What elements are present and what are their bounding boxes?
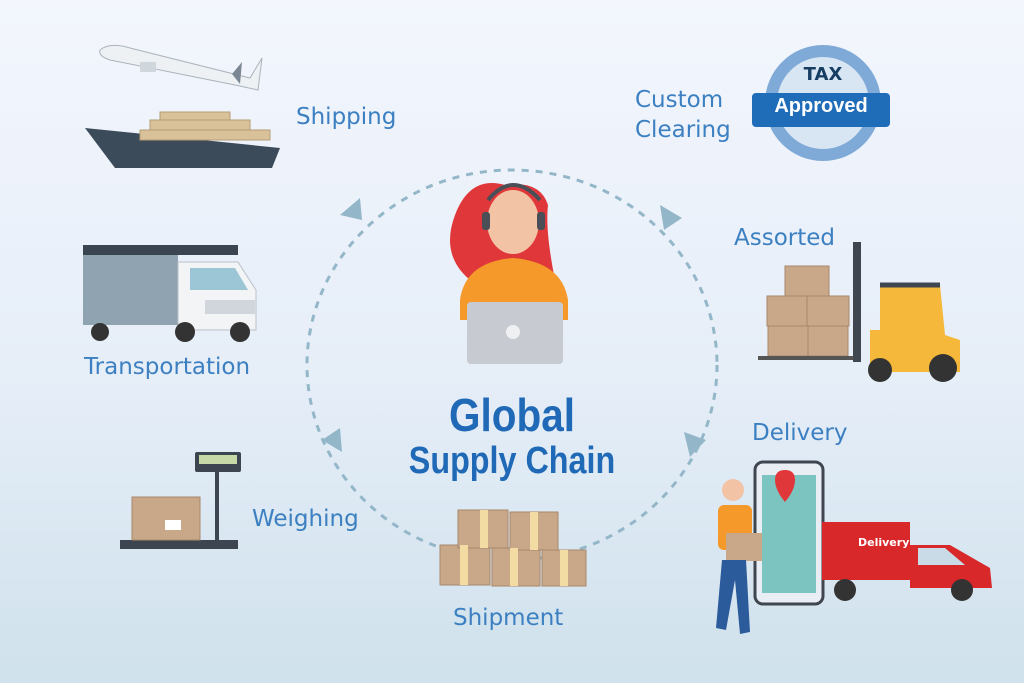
cycle-arrows (322, 198, 706, 457)
stamp-top-text: TAX (803, 64, 843, 85)
label-weighing: Weighing (252, 506, 359, 532)
label-assorted: Assorted (734, 225, 835, 251)
label-custom-clearing: Custom Clearing (635, 85, 731, 145)
tax-approved-stamp-icon (752, 45, 890, 161)
label-delivery: Delivery (752, 420, 848, 446)
stamp-bottom-text: Approved (774, 95, 868, 117)
label-shipment: Shipment (453, 605, 564, 631)
forklift-icon (758, 242, 960, 382)
scale-icon (120, 452, 241, 549)
van-text: Delivery (858, 536, 910, 549)
airplane-icon (99, 44, 263, 91)
ship-icon (85, 111, 280, 168)
title-line1: Global (449, 389, 575, 441)
label-shipping: Shipping (296, 104, 397, 130)
operator-icon (450, 183, 568, 364)
label-transportation: Transportation (84, 354, 251, 380)
truck-icon (83, 245, 257, 342)
label-custom-clearing-text: Custom Clearing (635, 87, 731, 143)
title-line2: Supply Chain (408, 440, 616, 482)
boxes-icon (439, 509, 587, 587)
delivery-illustration (716, 460, 992, 634)
